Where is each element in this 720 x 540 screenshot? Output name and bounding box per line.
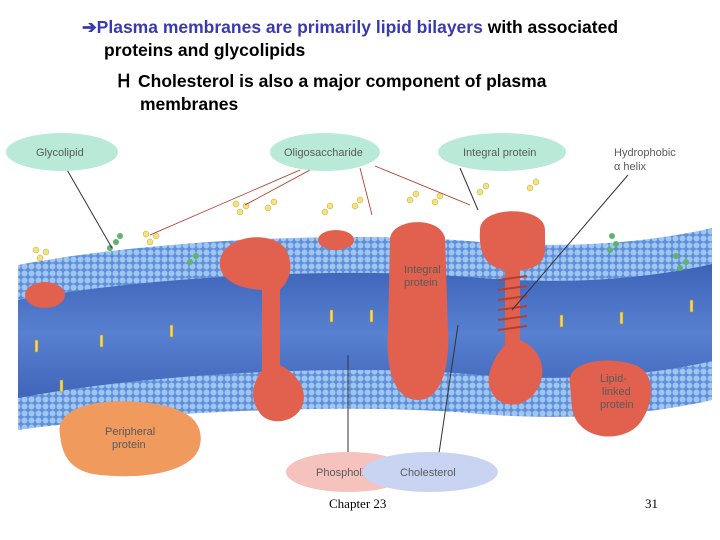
- arrow-bullet-icon: ➔: [82, 17, 97, 37]
- callout-glycolipid: [6, 133, 118, 171]
- peripheral-protein-shape: [59, 401, 201, 477]
- bullet-1-text: with associated: [482, 17, 619, 37]
- bullet-1-line2: proteins and glycolipids: [104, 40, 306, 60]
- label-peripheral-protein: protein: [112, 439, 146, 451]
- label-integral: Integral: [404, 264, 441, 276]
- footer-chapter: Chapter 23: [329, 496, 387, 511]
- footer-page-number: 31: [645, 496, 658, 511]
- label-lipid-linked-protein: protein: [600, 399, 634, 411]
- label-integral-protein: protein: [404, 277, 438, 289]
- label-cholesterol: Cholesterol: [400, 467, 456, 479]
- label-lipid: Lipid-: [600, 373, 627, 385]
- label-alpha-helix: α helix: [614, 161, 647, 173]
- callout-oligosaccharide: [270, 133, 380, 171]
- bullet-2-line2: membranes: [140, 94, 239, 114]
- surface-protein-mid: [318, 230, 354, 250]
- bullet-2-line1: Cholesterol is also a major component of…: [138, 71, 547, 91]
- bullet-2: Ꮋ Cholesterol is also a major component o…: [118, 70, 698, 116]
- label-oligosaccharide: Oligosaccharide: [284, 147, 363, 159]
- callout-cholesterol: [362, 452, 498, 492]
- sub-bullet-icon: Ꮋ: [118, 71, 130, 91]
- label-glycolipid: Glycolipid: [36, 147, 84, 159]
- label-peripheral: Peripheral: [105, 426, 155, 438]
- bullet-1: ➔Plasma membranes are primarily lipid bi…: [82, 16, 712, 62]
- label-integral-protein-top: Integral protein: [463, 147, 536, 159]
- label-hydrophobic: Hydrophobic: [614, 147, 676, 159]
- lipid-linked-protein-shape: [569, 360, 652, 437]
- integral-protein-shape: [387, 222, 449, 400]
- surface-protein-left: [25, 282, 65, 308]
- transmembrane-protein-1: [219, 237, 304, 422]
- membrane-diagram: Peripheral protein Integral protein Lipi…: [6, 133, 712, 492]
- callout-integral-protein: [438, 133, 566, 171]
- label-linked: linked: [602, 386, 631, 398]
- bullet-1-highlight: Plasma membranes are primarily lipid bil…: [96, 17, 483, 37]
